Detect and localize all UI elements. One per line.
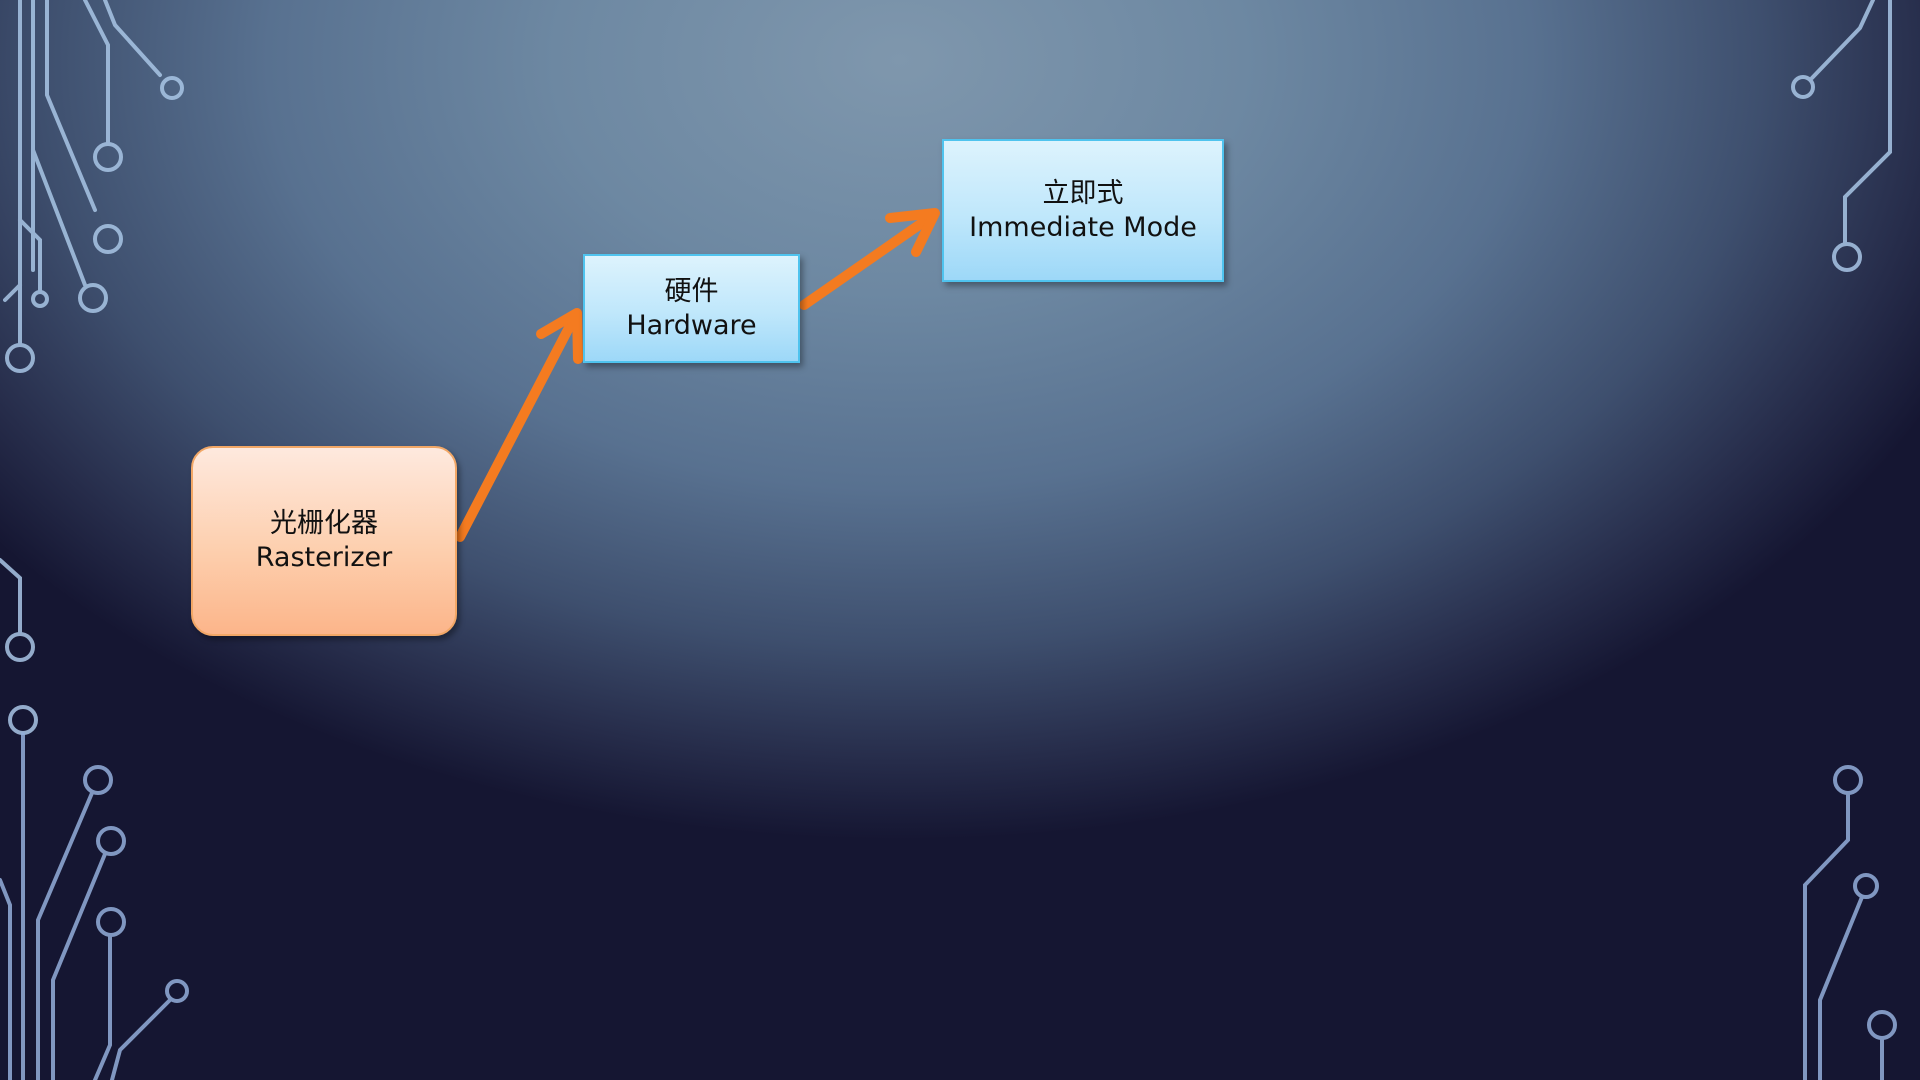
node-hardware-label-zh: 硬件 <box>664 275 719 307</box>
node-immediate-mode-label-zh: 立即式 <box>1042 177 1124 209</box>
node-immediate-mode: 立即式 Immediate Mode <box>942 139 1224 282</box>
node-rasterizer-label-en: Rasterizer <box>255 542 393 573</box>
circuit-left-middle <box>0 558 38 735</box>
node-rasterizer-label-zh: 光栅化器 <box>270 508 378 539</box>
circuit-top-right <box>1791 0 1892 272</box>
node-hardware: 硬件 Hardware <box>583 254 800 363</box>
node-rasterizer: 光栅化器 Rasterizer <box>191 446 457 636</box>
node-immediate-mode-label-en: Immediate Mode <box>969 211 1197 243</box>
node-hardware-label-en: Hardware <box>626 309 757 341</box>
circuit-bottom-left <box>0 732 189 1080</box>
circuit-bottom-right <box>1803 765 1897 1080</box>
circuit-top-left <box>3 0 184 373</box>
